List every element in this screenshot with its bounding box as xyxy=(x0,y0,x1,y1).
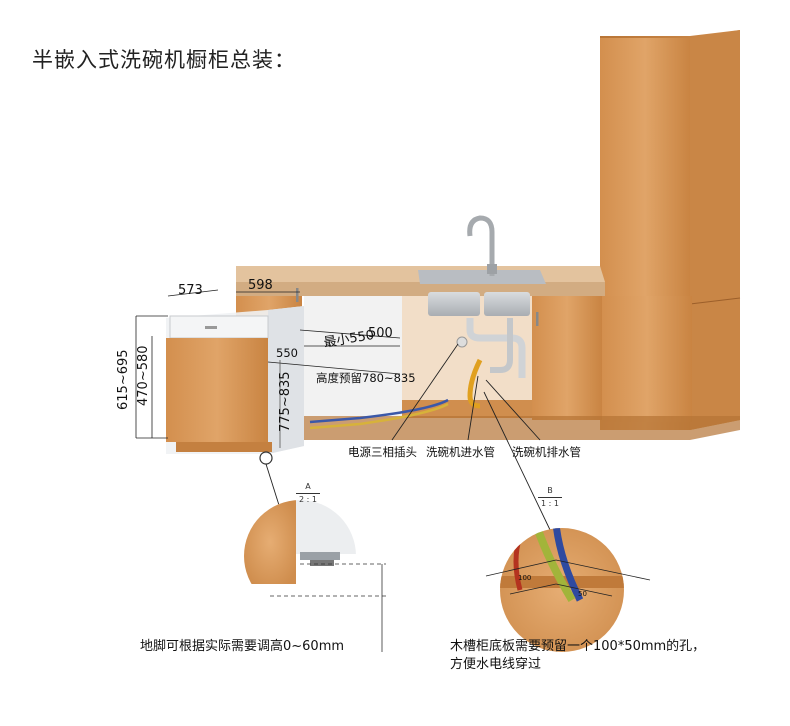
height-reserve-label: 高度预留780~835 xyxy=(316,371,416,385)
dimension-500: 500 xyxy=(368,326,393,341)
page-title: 半嵌入式洗碗机橱柜总装： xyxy=(32,48,296,72)
caption-right-line1: 木槽柜底板需要预留一个100*50mm的孔， xyxy=(450,639,706,654)
detail-b-width-50: 50 xyxy=(578,590,587,598)
caption-right-line2: 方便水电线穿过 xyxy=(450,657,542,672)
inlet-hose-label: 洗碗机进水管 xyxy=(426,445,495,459)
power-plug-label: 电源三相插头 xyxy=(348,445,417,459)
dimension-615-695: 615~695 xyxy=(116,349,131,410)
dimension-573: 573 xyxy=(178,283,203,298)
drain-hose-label: 洗碗机排水管 xyxy=(512,445,581,459)
dimension-lines xyxy=(135,289,401,448)
sink xyxy=(309,215,530,430)
detail-b-width-100: 100 xyxy=(518,574,532,582)
dishwasher xyxy=(166,306,304,465)
countertop xyxy=(236,266,605,296)
dimension-470-580: 470~580 xyxy=(136,345,151,406)
detail-a-view xyxy=(244,500,386,652)
dimension-550: 550 xyxy=(276,346,298,360)
dimension-775-835: 775~835 xyxy=(278,371,293,432)
dimension-598: 598 xyxy=(248,278,273,293)
detail-b-view xyxy=(485,528,651,652)
caption-left: 地脚可根据实际需要调高0~60mm xyxy=(140,639,345,654)
